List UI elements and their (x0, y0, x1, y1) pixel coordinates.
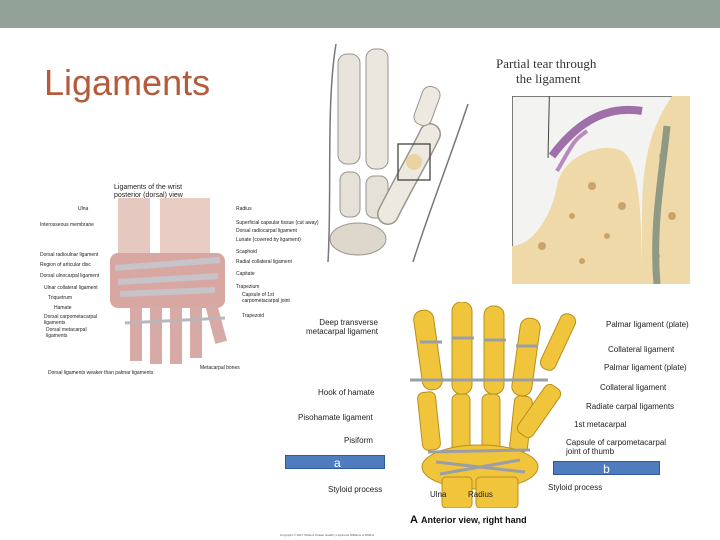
anterior-right-label-7: Styloid process (548, 483, 603, 492)
anterior-right-label-0: Palmar ligament (plate) (606, 320, 689, 329)
posterior-right-label-9: Trapezoid (242, 313, 265, 319)
anterior-right-label-2: Palmar ligament (plate) (604, 363, 687, 372)
posterior-right-label-1: Superficial capsular tissue (cut away) (236, 220, 319, 226)
posterior-left-label-7: Hamate (54, 305, 72, 311)
answer-box-a[interactable]: a (285, 455, 385, 470)
tear-caption: Partial tear through the ligament (496, 56, 626, 86)
copyright-text: Copyright © 2017 Wolters Kluwer Health |… (280, 533, 375, 537)
posterior-left-label-1: Interosseous membrane (40, 222, 94, 228)
anterior-left-label-2: Pisohamate ligament (298, 413, 373, 422)
bone-label-radius: Radius (468, 490, 493, 499)
posterior-right-label-5: Radial collateral ligament (236, 259, 292, 265)
anterior-left-label-1: Hook of hamate (318, 388, 375, 397)
anterior-right-label-1: Collateral ligament (608, 345, 675, 354)
anterior-right-label-6: Capsule of carpometacarpal joint of thum… (566, 438, 667, 456)
ligament-tear-closeup (512, 96, 690, 284)
posterior-right-label-3: Lunate (covered by ligament) (236, 237, 301, 243)
posterior-heading1: Ligaments of the wrist (114, 184, 183, 191)
anterior-hand-figure (410, 302, 577, 508)
anterior-right-label-4: Radiate carpal ligaments (586, 402, 675, 411)
anterior-right-labels: Palmar ligament (plate) Collateral ligam… (548, 320, 718, 500)
posterior-footer: Dorsal ligaments weaker than palmar liga… (48, 370, 154, 376)
posterior-right-label-0: Radius (236, 206, 252, 212)
posterior-right-label-2: Dorsal radiocarpal ligament (236, 228, 297, 234)
anterior-left-label-0: Deep transverse metacarpal ligament (305, 318, 378, 336)
tear-caption-line2: the ligament (516, 71, 581, 86)
posterior-left-label-8: Dorsal carpometacarpal ligaments (44, 314, 98, 326)
posterior-heading2: posterior (dorsal) view (114, 192, 183, 199)
posterior-right-label-10: Metacarpal bones (200, 365, 240, 371)
anterior-left-label-4: Styloid process (328, 485, 383, 494)
thumb-bone-drawing (327, 44, 469, 262)
posterior-wrist-figure: Ligaments of the wrist posterior (dorsal… (40, 184, 319, 380)
posterior-left-label-9: Dorsal metacarpal ligaments (46, 327, 87, 339)
answer-box-a-text: a (334, 456, 341, 470)
posterior-right-label-4: Scaphoid (236, 249, 257, 255)
posterior-left-label-4: Dorsal ulnocarpal ligament (40, 273, 100, 279)
anterior-left-label-3: Pisiform (344, 436, 373, 445)
posterior-left-label-6: Triquetrum (48, 295, 72, 301)
slide-title: Ligaments (44, 62, 211, 103)
posterior-right-label-8: Capsule of 1st carpometacarpal joint (242, 292, 290, 304)
posterior-left-label-3: Region of articular disc (40, 262, 91, 268)
posterior-left-label-0: Ulna (78, 206, 89, 212)
posterior-left-label-2: Dorsal radioulnar ligament (40, 252, 99, 258)
posterior-right-label-6: Capitate (236, 271, 255, 277)
tear-caption-line1: Partial tear through (496, 56, 597, 71)
bone-label-ulna: Ulna (430, 490, 447, 499)
anterior-right-label-3: Collateral ligament (600, 383, 667, 392)
caption-text: Anterior view, right hand (420, 515, 527, 525)
anterior-right-label-5: 1st metacarpal (574, 420, 627, 429)
posterior-right-label-7: Trapezium (236, 284, 260, 290)
answer-box-b-text: b (603, 462, 610, 476)
answer-box-b[interactable]: b (553, 461, 660, 476)
anterior-left-labels: Deep transverse metacarpal ligament Hook… (280, 318, 384, 498)
posterior-left-label-5: Ulnar collateral ligament (44, 285, 98, 291)
top-bar (0, 0, 720, 28)
caption-letter: A (410, 514, 418, 526)
